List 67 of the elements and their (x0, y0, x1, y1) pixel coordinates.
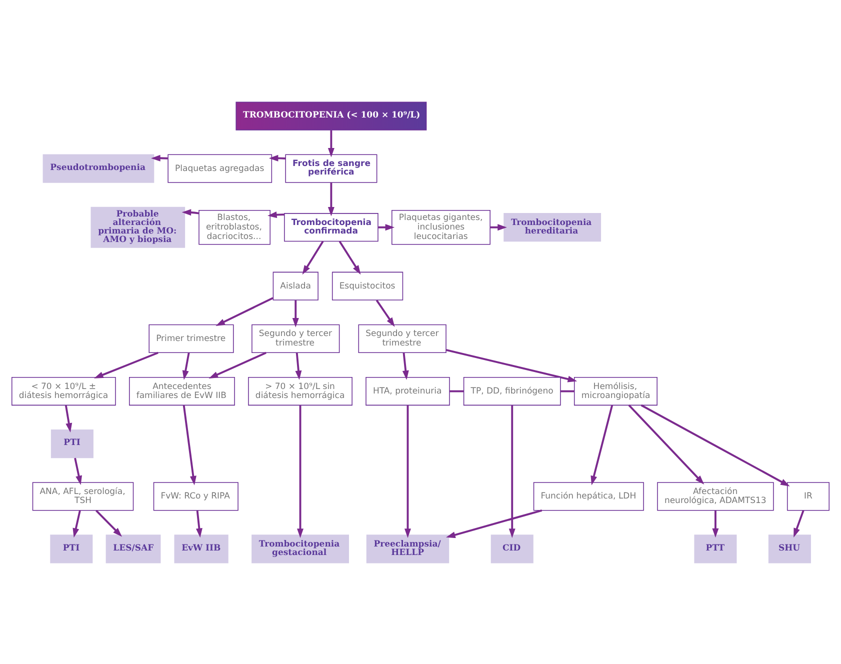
arrow (640, 404, 790, 486)
node-box: Primer trimestre (148, 324, 234, 352)
arrow (196, 510, 202, 538)
node-box: > 70 × 10⁹/L sin diátesis hemorrágica (248, 376, 352, 406)
node-box: Trombocitopenia hereditaria (504, 212, 602, 242)
node-box: Preeclampsia/ HELLP (366, 534, 450, 563)
node-box: Segundo y tercer trimestre (252, 324, 340, 352)
node-box: Pseudotrombopenia (42, 154, 154, 182)
node-box: PTT (694, 534, 737, 563)
arrow (508, 404, 516, 538)
node-box: Hemólisis, microangiopatía (574, 376, 658, 406)
connector (450, 390, 464, 392)
arrow (328, 130, 334, 157)
arrow (328, 182, 334, 216)
arrow (216, 296, 274, 326)
arrow (628, 404, 704, 484)
node-box: FvW: RCo y RIPA (153, 482, 238, 510)
arrow (404, 404, 411, 538)
node-box: < 70 × 10⁹/L ± diátesis hemorrágica (11, 376, 116, 406)
arrow (182, 208, 200, 216)
node-box: SHU (768, 534, 811, 563)
arrow (94, 351, 158, 378)
arrow (712, 510, 719, 538)
arrow (338, 240, 361, 274)
node-box: HTA, proteinuria (366, 376, 450, 406)
arrow (74, 457, 82, 485)
node-box: IR (786, 482, 830, 510)
arrow (292, 300, 299, 327)
node-box: PTI (50, 429, 94, 458)
arrow (96, 509, 122, 536)
arrow (297, 404, 304, 538)
arrow (64, 404, 72, 432)
arrow (402, 352, 409, 380)
node-box: Función hepática, LDH (533, 482, 644, 510)
arrow (378, 224, 395, 230)
node-box: Segundo y tercer trimestre (358, 324, 446, 352)
node-box: Plaquetas agregadas (168, 154, 272, 182)
node-box: Trombocitopenia confirmada (284, 212, 378, 242)
node-box: Antecedentes familiares de EvW IIB (129, 376, 235, 406)
node-box: Afectación neurológica, ADAMTS13 (657, 482, 774, 510)
arrow (295, 352, 302, 380)
node-box: TP, DD, fibrinógeno (463, 376, 561, 406)
node-box: Plaquetas gigantes, inclusiones leucocitarias (392, 209, 490, 244)
arrow (590, 404, 614, 485)
arrow (208, 351, 266, 378)
node-box: PTI (50, 534, 93, 563)
arrow (302, 240, 324, 274)
connector (560, 390, 574, 392)
arrow (376, 299, 395, 326)
node-box: TROMBOCITOPENIA (< 100 × 10⁹/L) (236, 101, 427, 130)
arrow (182, 404, 196, 485)
arrow (182, 352, 190, 380)
node-box: Esquistocitos (332, 271, 404, 300)
arrow (794, 510, 804, 537)
arrow (446, 348, 578, 382)
node-box: Blastos, eritroblastos, dacriocitos... (198, 209, 270, 244)
node-box: EvW IIB (174, 534, 228, 563)
node-box: CID (490, 534, 534, 563)
node-box: ANA, AFL, serología, TSH (32, 482, 134, 510)
node-box: LES/SAF (106, 534, 161, 563)
node-box: Aislada (272, 271, 318, 300)
node-box: Frotis de sangre periférica (285, 154, 378, 182)
node-box: Probable alteración primaria de MO: AMO y biopsia (90, 206, 186, 248)
arrow (446, 508, 542, 538)
node-box: Trombocitopenia gestacional (252, 534, 349, 563)
arrow (490, 224, 507, 230)
arrow (72, 510, 81, 538)
